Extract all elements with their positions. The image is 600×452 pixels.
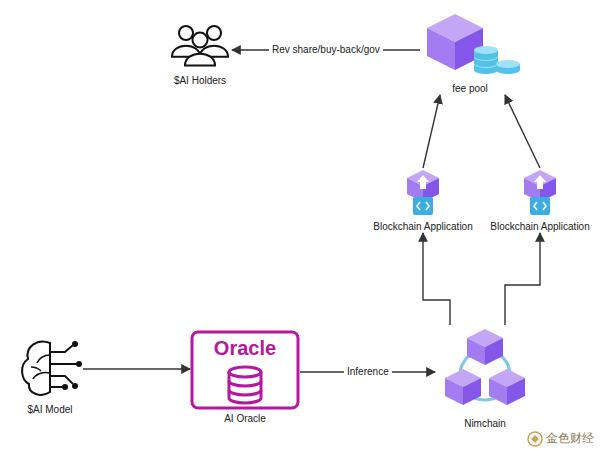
watermark: 金色财经 — [527, 430, 594, 447]
holders-node: $AI Holders — [168, 22, 232, 87]
app-node: Blockchain Application — [373, 168, 473, 233]
fee-pool-node: fee pool — [420, 10, 520, 95]
node-label: Blockchain Application — [490, 221, 590, 233]
icon-graphic — [435, 325, 535, 415]
model-node: $AI Model — [17, 335, 83, 416]
node-label: AI Oracle — [190, 413, 300, 425]
connector-arrow — [423, 233, 450, 325]
node-icon — [420, 10, 520, 80]
node-label: fee pool — [420, 83, 520, 95]
node-label: $AI Holders — [168, 75, 232, 87]
node-label: Blockchain Application — [373, 221, 473, 233]
icon-graphic — [518, 168, 562, 218]
app-node: Blockchain Application — [490, 168, 590, 233]
connector-arrow — [505, 95, 540, 168]
node-icon — [17, 335, 83, 401]
watermark-text: 金色财经 — [546, 430, 594, 447]
icon-graphic — [420, 10, 520, 80]
node-label: $AI Model — [17, 404, 83, 416]
icon-graphic — [17, 335, 83, 401]
connector-arrow — [423, 95, 440, 168]
node-icon — [518, 168, 562, 218]
chain-node: Nimchain — [435, 325, 535, 430]
watermark-logo — [527, 431, 543, 447]
oracle-node: Oracle AI Oracle — [190, 330, 300, 425]
node-label: Nimchain — [435, 418, 535, 430]
connector-arrow — [83, 368, 190, 369]
edge-label: Rev share/buy-back/gov — [269, 44, 383, 56]
node-icon — [401, 168, 445, 218]
node-icon — [435, 325, 535, 415]
connector-arrow — [505, 233, 540, 325]
icon-graphic — [401, 168, 445, 218]
node-icon: Oracle — [190, 330, 300, 410]
edge-label: Inference — [344, 366, 392, 378]
icon-graphic — [168, 22, 232, 72]
icon-title: Oracle — [190, 336, 300, 360]
node-icon — [168, 22, 232, 72]
